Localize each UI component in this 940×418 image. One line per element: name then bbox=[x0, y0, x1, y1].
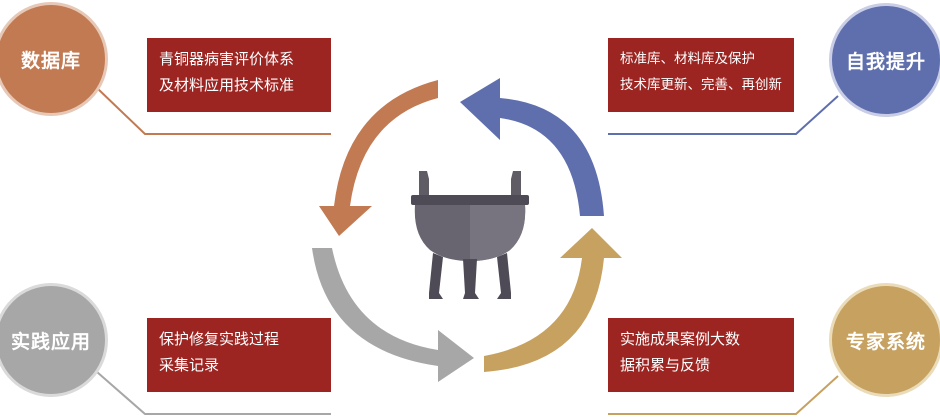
arrow-blue bbox=[460, 78, 604, 216]
top-right-description: 标准库、材料库及保护 技术库更新、完善、再创新 bbox=[608, 38, 794, 112]
database-node: 数据库 bbox=[0, 2, 108, 116]
top-right-line2: 技术库更新、完善、再创新 bbox=[620, 77, 782, 93]
database-label: 数据库 bbox=[20, 49, 81, 72]
connector-practice bbox=[96, 371, 331, 415]
self-improve-label: 自我提升 bbox=[845, 50, 926, 73]
arrow-grey bbox=[312, 248, 474, 382]
connector-self-improve bbox=[608, 95, 839, 135]
connector-database bbox=[96, 87, 331, 135]
bottom-right-description: 实施成果案例大数 据积累与反馈 bbox=[608, 318, 794, 392]
top-left-line2: 及材料应用技术标准 bbox=[159, 76, 295, 94]
connector-expert bbox=[608, 375, 839, 415]
practice-label: 实践应用 bbox=[10, 330, 91, 353]
bottom-left-line2: 采集记录 bbox=[159, 356, 220, 374]
bronze-ding-vessel-icon bbox=[411, 171, 529, 299]
bottom-right-line2: 据积累与反馈 bbox=[620, 356, 711, 374]
expert-label: 专家系统 bbox=[845, 330, 926, 353]
practice-node: 实践应用 bbox=[0, 283, 108, 397]
self-improve-node: 自我提升 bbox=[829, 3, 940, 117]
bottom-left-line1: 保护修复实践过程 bbox=[159, 330, 280, 348]
arrow-orange bbox=[319, 80, 438, 236]
top-left-line1: 青铜器病害评价体系 bbox=[159, 50, 295, 68]
top-left-description: 青铜器病害评价体系 及材料应用技术标准 bbox=[147, 38, 331, 112]
top-right-line1: 标准库、材料库及保护 bbox=[620, 51, 755, 67]
bottom-left-description: 保护修复实践过程 采集记录 bbox=[147, 318, 331, 392]
arrow-gold bbox=[484, 228, 622, 372]
bottom-right-line1: 实施成果案例大数 bbox=[620, 330, 741, 348]
expert-node: 专家系统 bbox=[829, 283, 940, 397]
